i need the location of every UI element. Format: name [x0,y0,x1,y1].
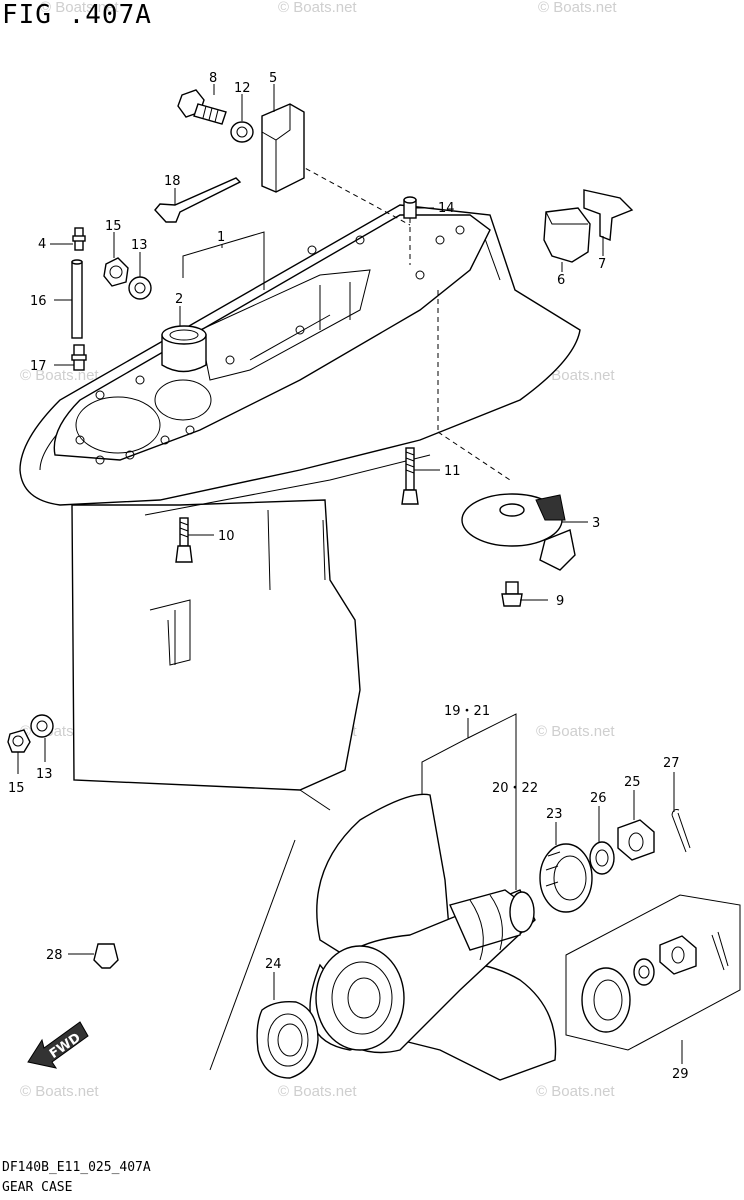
callout-5: 5 [269,71,277,86]
part-13-gasket-top [128,276,152,300]
diagram-name: GEAR CASE [2,1180,73,1195]
callout-15-top: 15 [105,219,122,234]
callout-18: 18 [164,174,181,189]
part-27-cotter-pin [671,809,691,853]
gear-case-top-surface [53,214,491,461]
part-7-bracket [583,189,634,241]
callout-14: 14 [438,201,455,216]
callout-13-bottom: 13 [36,767,53,782]
callout-24: 24 [265,957,282,972]
callout-19-21: 19・21 [444,704,490,719]
figure-title: FIG .407A [2,0,152,30]
part-11-bolt [401,447,419,505]
callout-4: 4 [38,237,46,252]
callout-16: 16 [30,294,47,309]
propeller [309,793,557,1081]
part-29-kit [565,894,741,1051]
leader-lines [17,84,683,1071]
watermark-text: © Boats.net [536,1083,615,1100]
watermark-text: © Boats.net [536,723,615,740]
watermark-text: © Boats.net [536,367,615,384]
part-2-bushing [161,325,207,373]
callout-20-22: 20・22 [492,781,538,796]
watermark-text: © Boats.net [538,0,617,16]
gear-case-housing [19,204,581,811]
callout-15-bottom: 15 [8,781,25,796]
part-10-bolt [175,517,193,563]
part-14-pin [403,196,417,265]
watermark-text: © Boats.net [278,1083,357,1100]
part-4-fitting [72,227,86,251]
diagram-code: DF140B_E11_025_407A [2,1160,151,1175]
callout-11: 11 [444,464,461,479]
part-17-fitting [71,344,87,371]
watermark-text: © Boats.net [40,0,119,16]
watermark-text: © Boats.net [278,0,357,16]
part-24-thrust-washer [256,1000,319,1079]
callout-25: 25 [624,775,641,790]
part-8-bolt [177,89,227,125]
callout-7: 7 [598,257,606,272]
callout-23: 23 [546,807,563,822]
callout-10: 10 [218,529,235,544]
callout-6: 6 [557,273,565,288]
callout-28: 28 [46,948,63,963]
part-13-gasket-bottom [30,714,54,738]
bolt-holes [75,225,465,465]
callout-13-top: 13 [131,238,148,253]
part-18-clip [154,177,242,223]
callout-27: 27 [663,756,680,771]
part-6-cover [543,207,591,263]
part-26-washer [589,841,615,875]
watermark-text: © Boats.net [20,1083,99,1100]
part-16-tube [71,259,83,339]
part-25-nut [617,819,655,861]
callout-17: 17 [30,359,47,374]
fwd-arrow-icon: FWD [27,1021,89,1069]
callout-9: 9 [556,594,564,609]
callout-labels: 8 12 5 18 14 1 4 15 13 16 2 17 6 7 11 3 … [8,71,689,1082]
callout-8: 8 [209,71,217,86]
callout-29: 29 [672,1067,689,1082]
callout-2: 2 [175,292,183,307]
part-3-trim-tab [461,493,576,571]
callout-12: 12 [234,81,251,96]
part-12-washer [230,121,254,143]
water-passage [75,396,161,454]
callout-1: 1 [217,230,225,245]
gear-case-lower-leg [71,499,361,791]
part-15-plug-top [103,257,129,287]
part-9-plug [501,581,523,607]
part-28-cap [93,943,119,969]
callout-26: 26 [590,791,607,806]
callout-3: 3 [592,516,600,531]
part-23-spacer [539,843,593,913]
watermark-text: © Boats.net [20,367,99,384]
part-15-plug-bottom [7,729,31,753]
part-5-anode [261,103,305,193]
